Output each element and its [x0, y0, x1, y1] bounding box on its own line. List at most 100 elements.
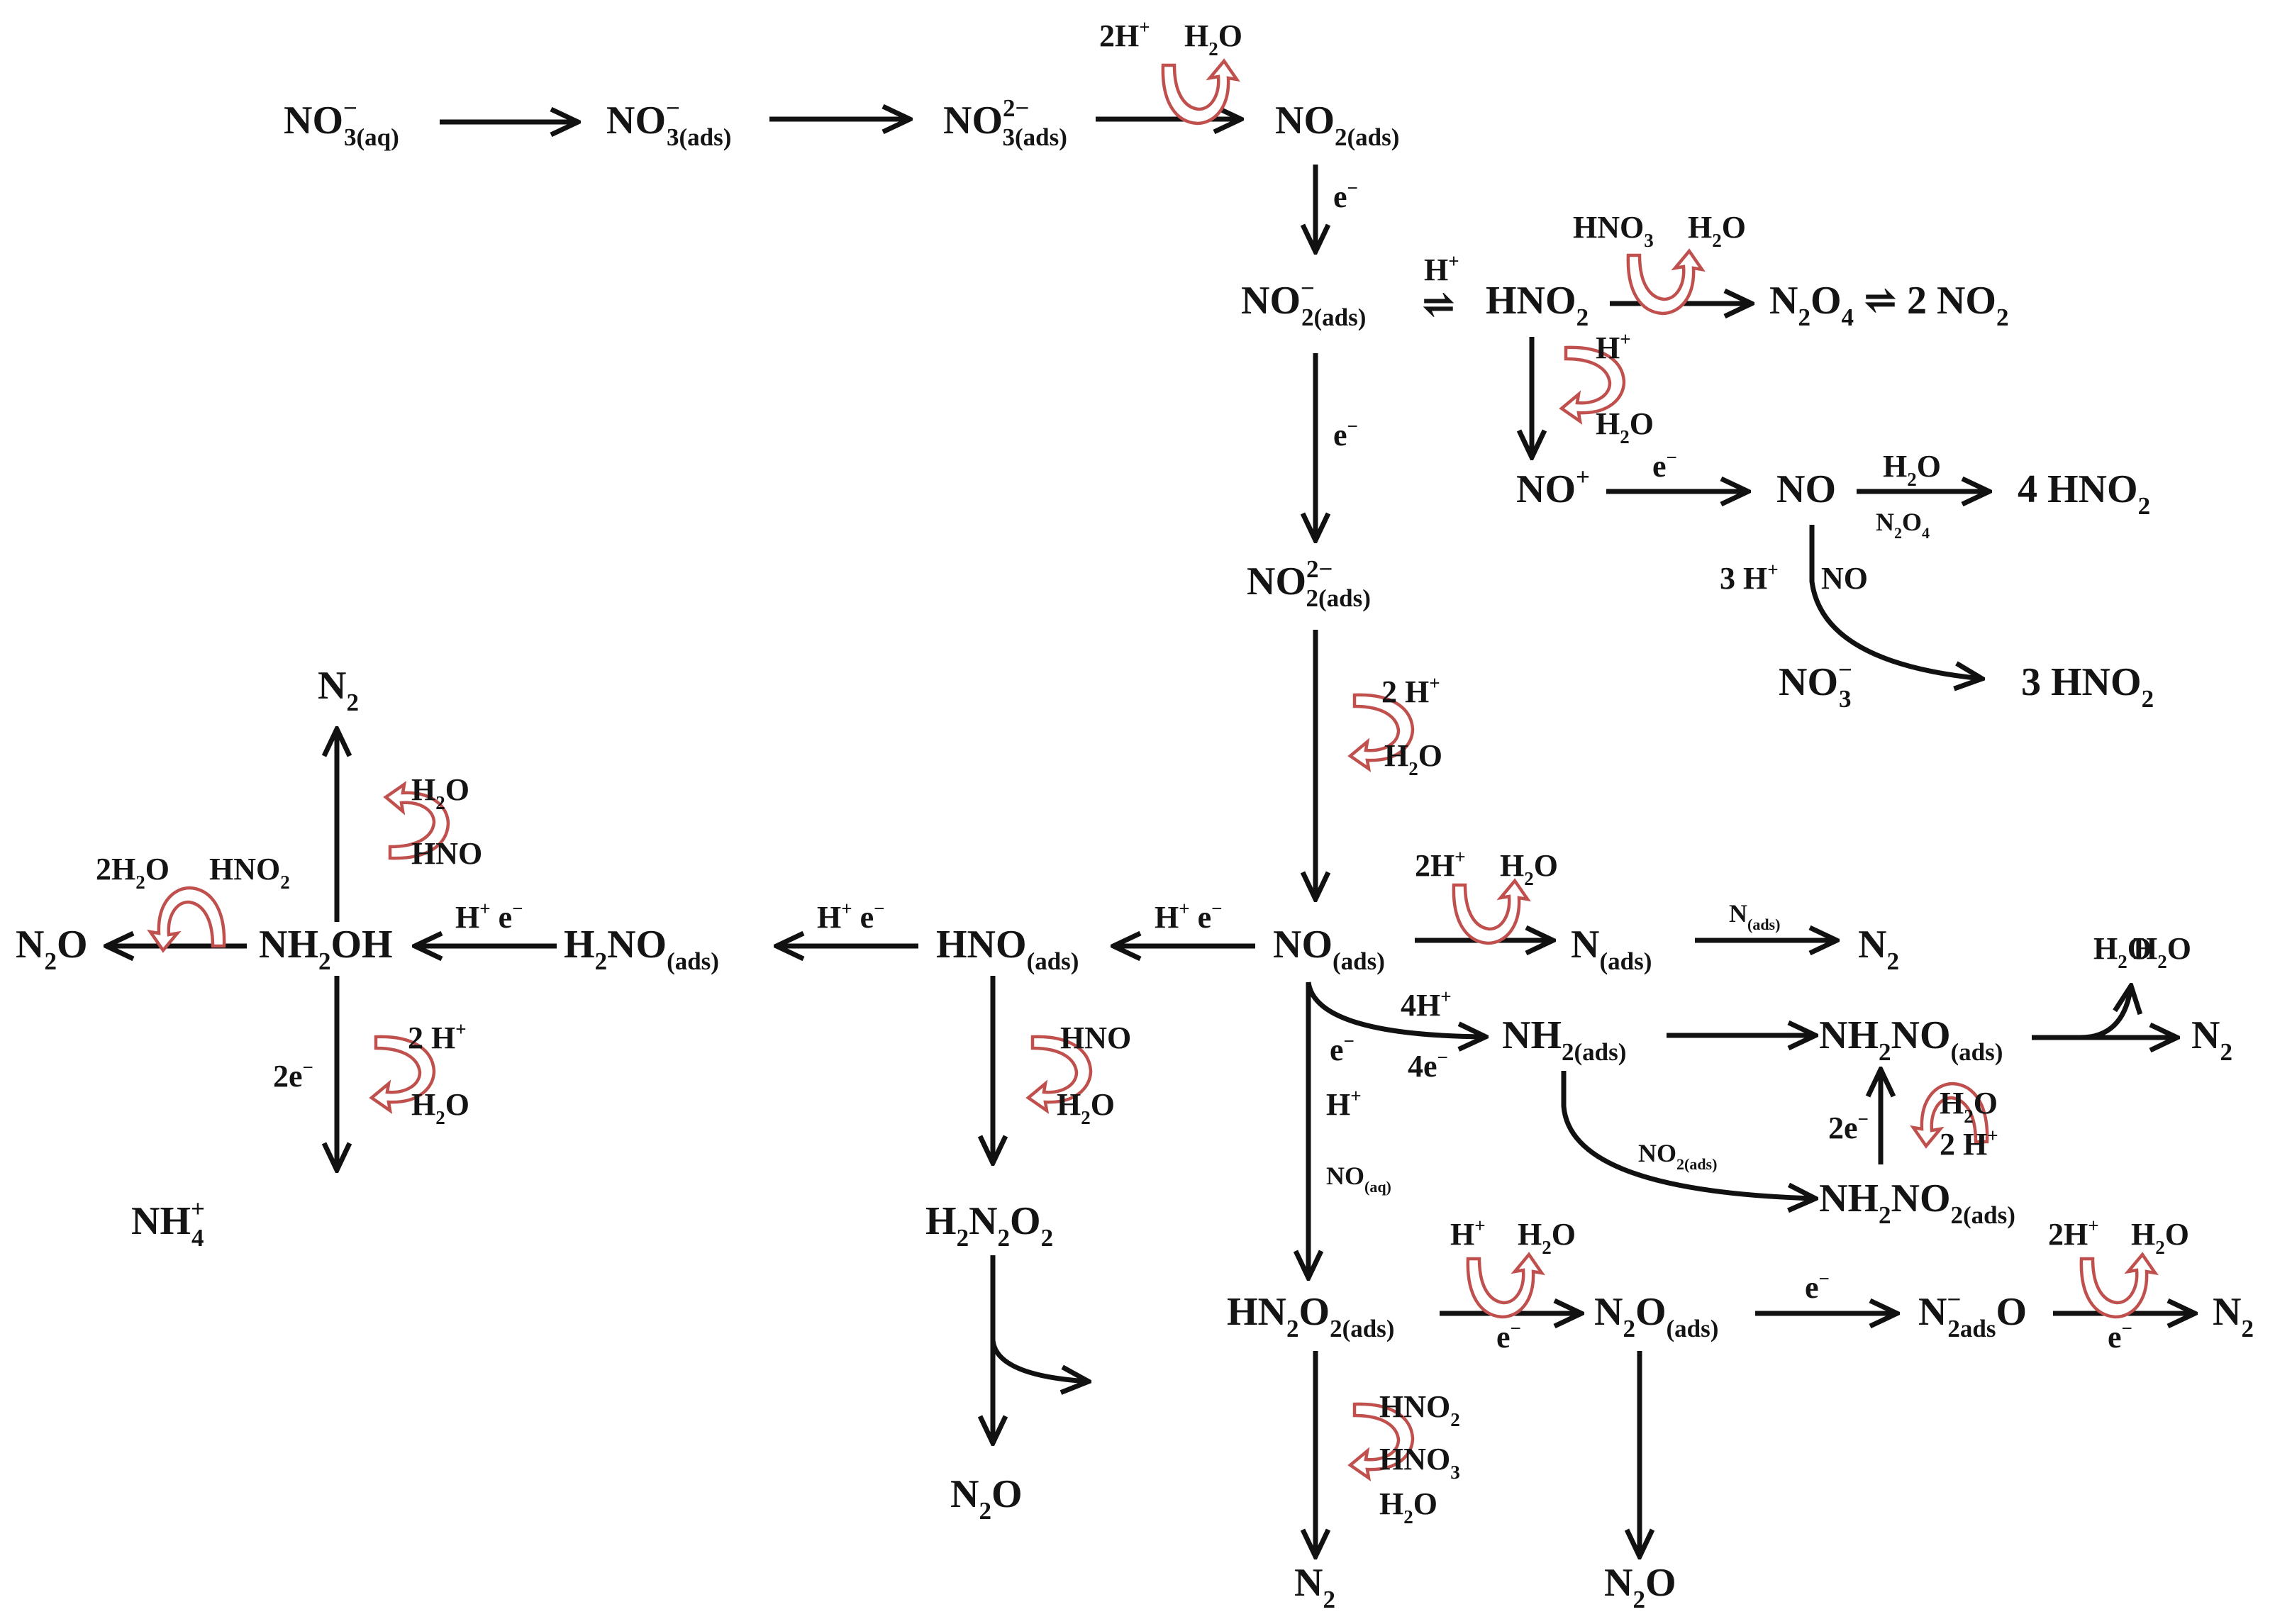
condition-label-l27: N(ads) — [1729, 899, 1780, 933]
species-hno2-top: HNO2 — [1486, 279, 1589, 331]
arrow-h2n2o2-to-h2o — [990, 1340, 1089, 1381]
condition-label-l15: e− — [1333, 416, 1358, 452]
species-hno-ads: HNO(ads) — [936, 923, 1079, 975]
curved-arrow-icon — [1025, 1035, 1093, 1114]
species-hno2-4: 4 HNO2 — [2018, 467, 2150, 520]
condition-label-l19: HNO — [411, 836, 482, 871]
curved-arrow-icon — [1466, 1252, 1545, 1319]
species-no2m-ads: NO−2(ads) — [1241, 274, 1366, 331]
species-nh2oh: NH2OH — [259, 923, 393, 975]
species-layer: NO−3(aq) NO−3(ads) NO2−3(ads) NO2(ads) NO−2(… — [16, 94, 2254, 1613]
species-no3m-low: NO−3 — [1779, 656, 1852, 713]
condition-label-l48: 2H+ — [2048, 1215, 2099, 1252]
species-no-mid: NO — [1776, 467, 1836, 511]
condition-label-l7: H2O — [1688, 210, 1746, 251]
condition-label-l6: HNO3 — [1573, 210, 1654, 251]
condition-label-l42: NO2(ads) — [1638, 1139, 1717, 1173]
species-nh2-ads: NH2(ads) — [1502, 1013, 1626, 1066]
condition-label-l26: H2O — [1500, 848, 1558, 889]
condition-label-l43: H2O — [2133, 931, 2191, 972]
curved-arrow-icon — [2079, 1252, 2159, 1319]
condition-label-l23: H+ e− — [817, 898, 885, 935]
condition-label-l37: NO(aq) — [1326, 1162, 1391, 1196]
condition-label-l16: 2 H+ — [1381, 672, 1440, 709]
curved-arrow-icon — [1347, 1402, 1415, 1481]
condition-label-l30: 2e− — [273, 1057, 313, 1094]
condition-label-l32: H2O — [1057, 1087, 1115, 1128]
condition-label-l47: e− — [1805, 1268, 1830, 1305]
species-no-ads: NO(ads) — [1273, 923, 1385, 975]
curved-arrow-icon — [1161, 58, 1240, 126]
condition-label-l31: HNO — [1060, 1020, 1131, 1055]
condition-label-l34: 4e− — [1408, 1047, 1448, 1084]
condition-label-l40: 2 H+ — [1940, 1125, 1998, 1162]
condition-label-l3: e− — [1333, 177, 1358, 214]
condition-label-l41: 2e− — [1828, 1108, 1869, 1145]
condition-label-l17: H2O — [1384, 738, 1442, 779]
condition-label-l28: 2 H+ — [408, 1018, 467, 1055]
species-no3-2-ads: NO2−3(ads) — [943, 94, 1067, 151]
condition-label-l22: H+ e− — [455, 898, 523, 935]
condition-label-l1: 2H+ — [1099, 16, 1150, 53]
curved-arrow-icon — [383, 781, 450, 860]
condition-label-l5: ⇌ — [1422, 283, 1455, 327]
species-n2om-ads: N−2adsO — [1918, 1286, 2027, 1342]
species-hno2-3: 3 HNO2 — [2021, 660, 2154, 713]
arrow-no-to-3hno2 — [1809, 525, 1982, 679]
condition-label-l50: e− — [2108, 1318, 2132, 1355]
species-n2-c: N2 — [2213, 1290, 2254, 1342]
curved-arrow-icon — [1626, 248, 1706, 316]
condition-label-l51: HNO2 — [1379, 1389, 1460, 1430]
species-nh2no2-ads: NH2NO2(ads) — [1819, 1177, 2015, 1229]
condition-label-l21: HNO2 — [209, 852, 290, 893]
reaction-arrows — [106, 119, 2195, 1557]
condition-label-l33: 4H+ — [1401, 986, 1452, 1023]
arrow-nh2-to-nh2no2 — [1561, 1071, 1815, 1198]
species-h2n2o2: H2N2O2 — [925, 1199, 1053, 1252]
condition-label-l18: H2O — [411, 772, 469, 813]
condition-label-l10: e− — [1652, 447, 1677, 484]
species-n2o-right: N2O — [1604, 1561, 1676, 1613]
condition-label-l2: H2O — [1184, 18, 1242, 60]
condition-label-l53: H2O — [1379, 1486, 1437, 1528]
condition-label-l52: HNO3 — [1379, 1442, 1460, 1483]
species-n2-nh2oh: N2 — [318, 664, 359, 716]
species-no3-ads: NO−3(ads) — [606, 94, 731, 151]
condition-label-l20: 2H2O — [96, 852, 169, 893]
condition-label-l35: e− — [1330, 1030, 1355, 1067]
species-n2o-mid: N2O — [950, 1472, 1023, 1525]
species-n2o-left: N2O — [16, 923, 88, 975]
curved-arrow-icon — [369, 1035, 436, 1114]
curved-arrows — [147, 58, 2159, 1481]
species-n2-d: N2 — [1294, 1561, 1335, 1613]
condition-label-l25: 2H+ — [1415, 846, 1466, 883]
species-n2-b: N2 — [2191, 1013, 2232, 1066]
condition-label-l13: 3 H+ — [1720, 559, 1779, 596]
condition-label-l14: NO — [1821, 561, 1868, 596]
species-no3-aq: NO−3(aq) — [284, 94, 399, 151]
species-n2o4-eq: N2O4 ⇌ 2 NO2 — [1769, 279, 2008, 331]
condition-label-l45: H2O — [1518, 1217, 1576, 1258]
species-n2-a: N2 — [1858, 923, 1899, 975]
arrow-nh2no-branch-h2o — [2077, 986, 2131, 1040]
species-nh4-nh3: NH+4 — [131, 1195, 205, 1252]
condition-label-l29: H2O — [411, 1087, 469, 1128]
condition-label-l24: H+ e− — [1155, 898, 1223, 935]
condition-label-l9: H2O — [1596, 406, 1654, 447]
species-nh2no-ads: NH2NO(ads) — [1819, 1013, 2003, 1066]
species-no2-ads: NO2(ads) — [1275, 99, 1399, 151]
species-h2no-ads: H2NO(ads) — [564, 923, 719, 975]
condition-label-l12: N2O4 — [1876, 508, 1930, 542]
condition-label-l4: H+ — [1424, 250, 1459, 287]
condition-label-l11: H2O — [1883, 449, 1941, 490]
condition-label-l36: H+ — [1326, 1085, 1362, 1122]
species-n2o-ads: N2O(ads) — [1594, 1290, 1718, 1342]
species-no-plus: NO+ — [1516, 463, 1590, 511]
arrow-no-ads-to-nh2 — [1306, 981, 1486, 1037]
species-hn2o2-ads: HN2O2(ads) — [1227, 1290, 1394, 1342]
condition-label-l38: H2O — [2093, 931, 2152, 972]
condition-label-l44: H+ — [1450, 1215, 1486, 1252]
